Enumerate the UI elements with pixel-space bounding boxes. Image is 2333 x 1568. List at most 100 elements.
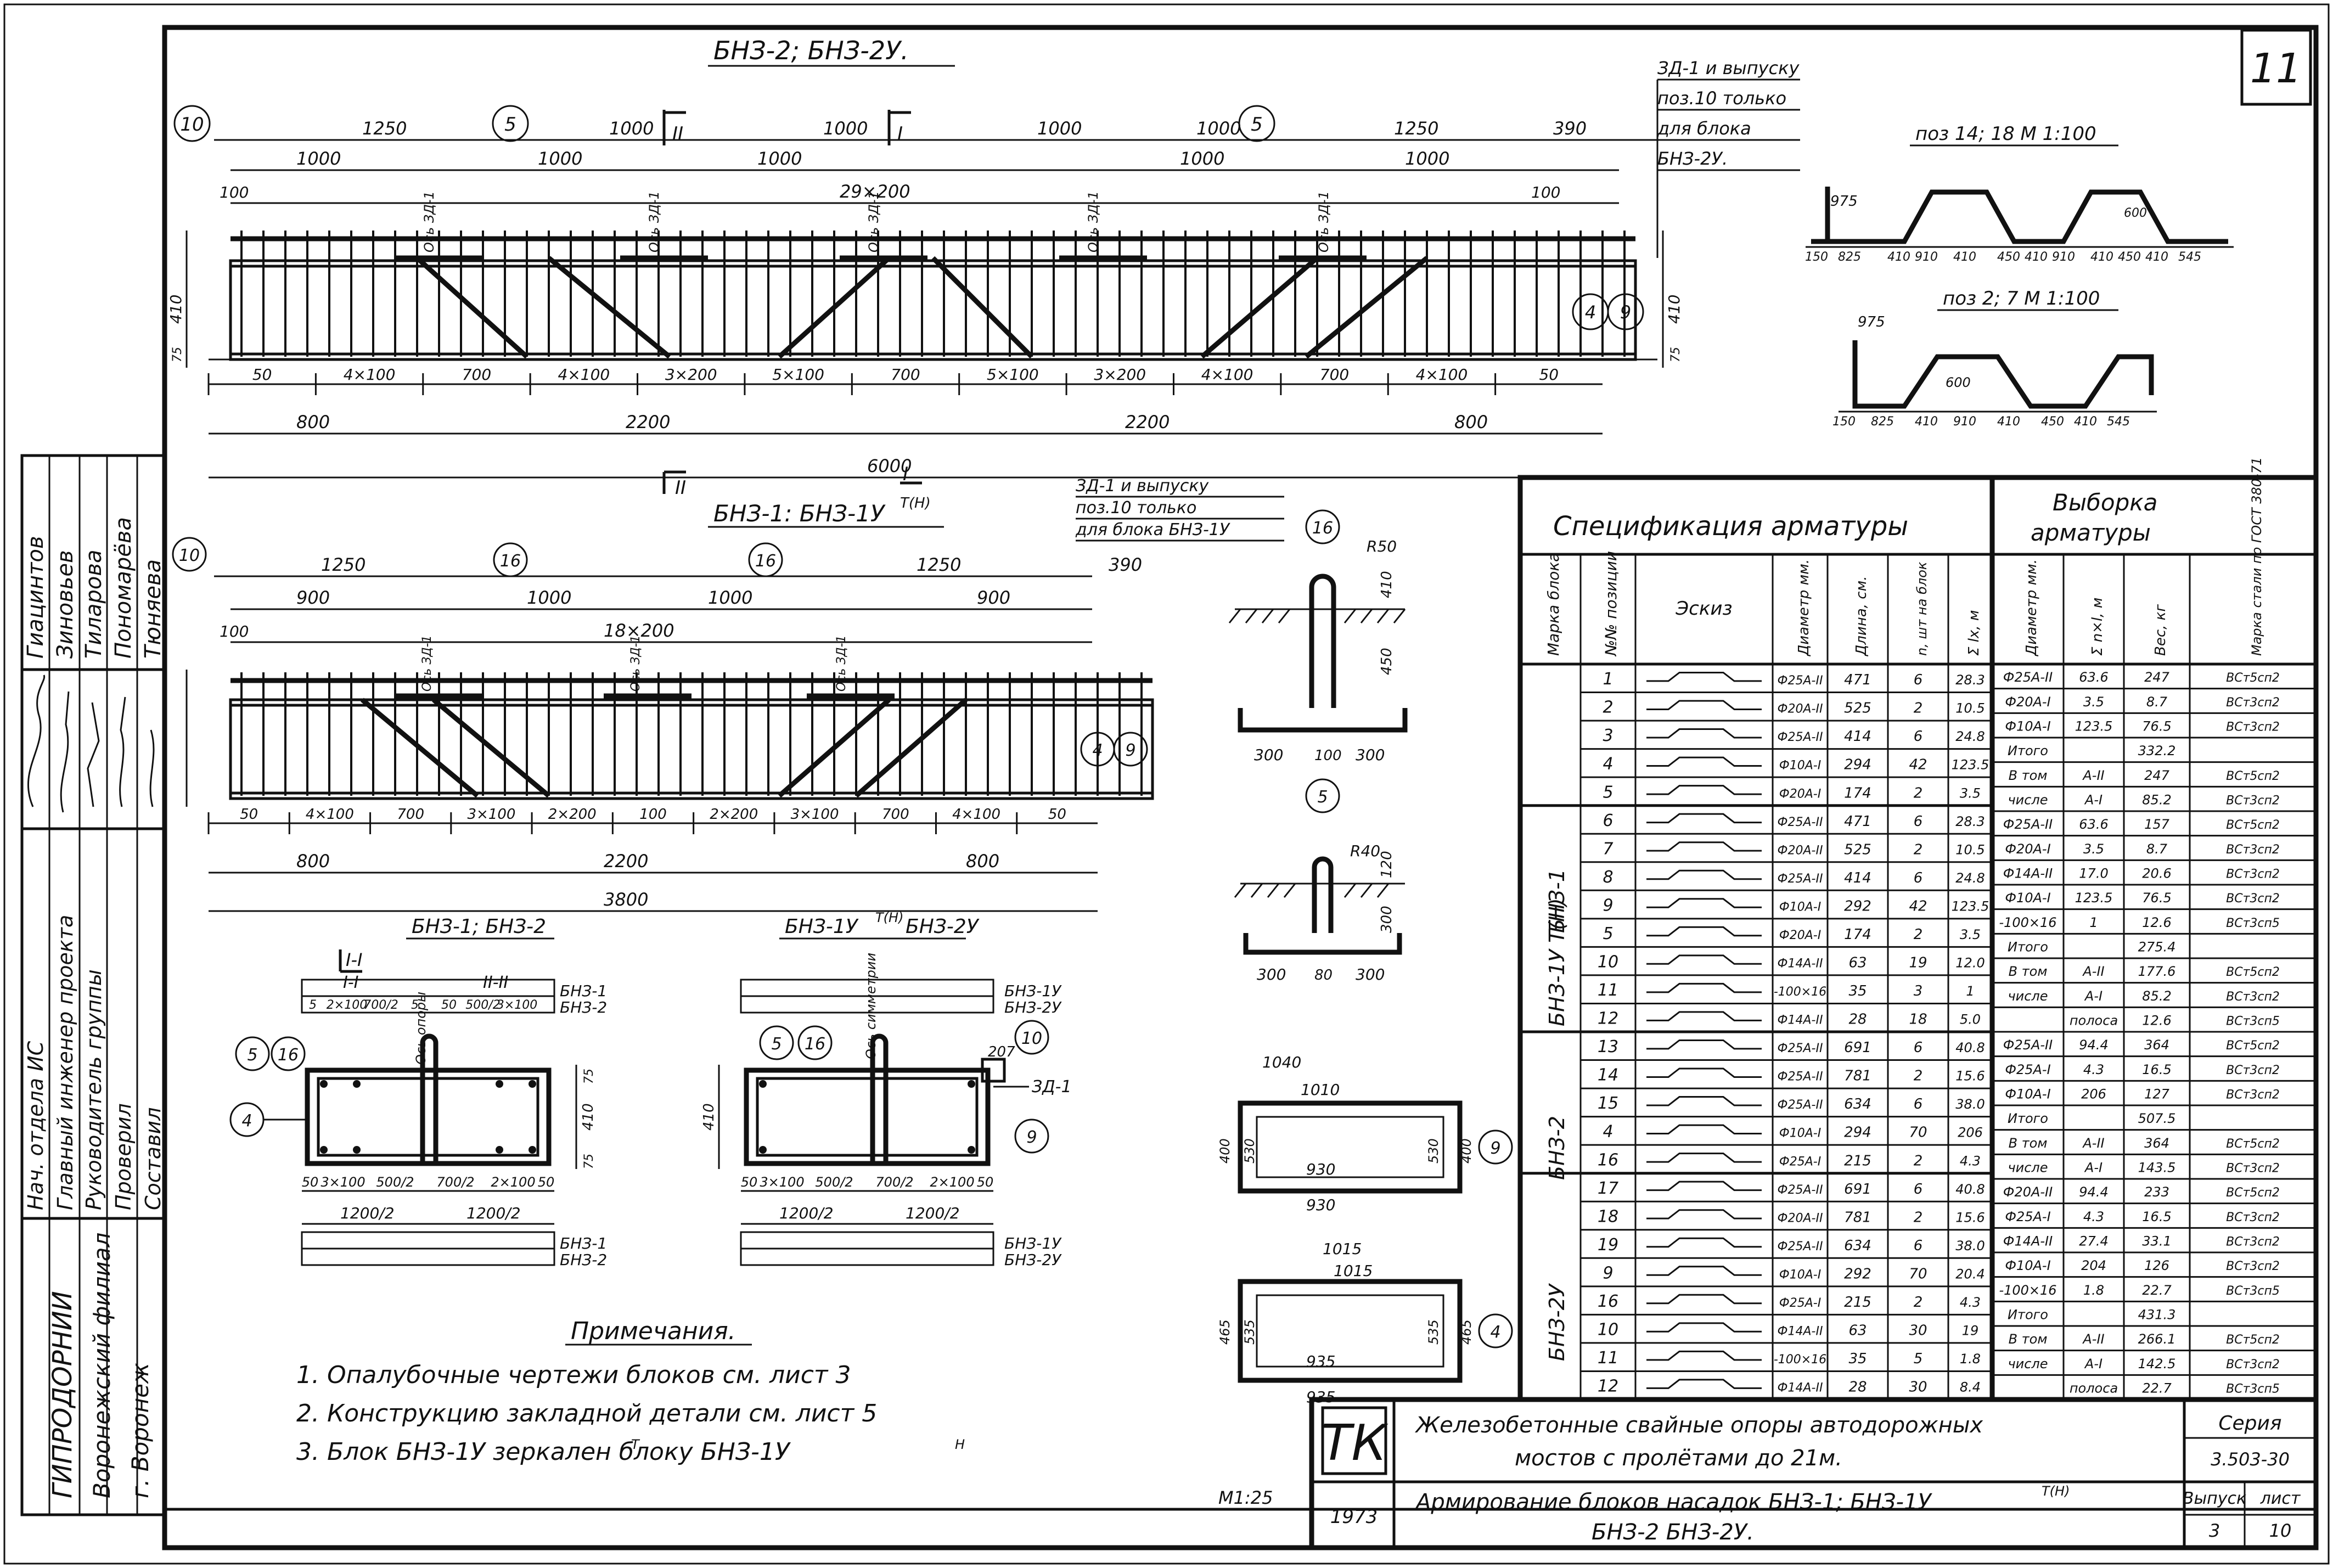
section-left-top-dim: 2×100 xyxy=(327,998,367,1012)
sel-cell-sum: 4.3 xyxy=(2083,1209,2104,1224)
spec-cell-n: 30 xyxy=(1909,1322,1927,1339)
sel-cell-weight: 85.2 xyxy=(2142,792,2171,807)
beam-top-bent-bar-4 xyxy=(931,256,1034,359)
beam-top-mark-5a: 5 xyxy=(504,114,516,136)
section-left-cut-1: I-I xyxy=(343,973,359,992)
sel-cell-steel: ВСт3сп5 xyxy=(2226,917,2280,930)
spec-cell-dia: Ф25А-II xyxy=(1778,1070,1823,1084)
sel-cell-dia: В том xyxy=(2009,1136,2048,1151)
sel-cell-steel: ВСт3сп2 xyxy=(2226,1260,2280,1273)
note-second-line2: поз.10 только xyxy=(1076,498,1196,518)
sel-cell-weight: 12.6 xyxy=(2142,915,2171,930)
sel-cell-sum: 1 xyxy=(2089,915,2098,930)
spec-cell-len: 215 xyxy=(1844,1153,1871,1169)
sel-cell-steel: ВСт3сп2 xyxy=(2226,1161,2280,1175)
title-block: ТК 1973 Железобетонные свайные опоры авт… xyxy=(1309,1397,2319,1550)
sel-cell-sum: полоса xyxy=(2070,1013,2118,1028)
beam-top-dim-1250b: 1250 xyxy=(1394,118,1438,139)
stamp-role-2: Главный инженер проекта xyxy=(53,915,77,1210)
sel-cell-dia: Ф25А-I xyxy=(2005,1209,2050,1224)
sel-cell-dia: -100×16 xyxy=(1999,1283,2056,1298)
spec-cell-n: 6 xyxy=(1914,1181,1923,1198)
spec-cell-sum: 206 xyxy=(1958,1125,1983,1140)
beam-second-bottom-dim: 3×100 xyxy=(467,806,515,823)
beam-top-height-right-b: 75 xyxy=(1669,347,1683,362)
sel-cell-sum: А-I xyxy=(2084,1160,2102,1175)
spec-cell-sketch xyxy=(1646,1011,1762,1021)
spec-cell-pos: 3 xyxy=(1603,726,1613,745)
sel-cell-weight: 20.6 xyxy=(2142,866,2171,881)
pos4-side-535a: 535 xyxy=(1242,1319,1257,1345)
spec-cell-dia: Ф25А-II xyxy=(1778,816,1823,829)
spec-cell-dia: Ф25А-II xyxy=(1778,730,1823,744)
spec-cell-n: 2 xyxy=(1914,1068,1923,1084)
sel-cell-sum: 123.5 xyxy=(2075,890,2113,906)
section-left-bot-dim: 3×100 xyxy=(321,1174,365,1190)
bar2-dim: 410 xyxy=(2074,415,2097,429)
sel-cell-weight: 364 xyxy=(2144,1037,2169,1053)
bar14-dim: 150 xyxy=(1805,250,1828,264)
signature-3 xyxy=(87,702,100,807)
bar14-dim: 410 xyxy=(2090,250,2113,264)
beam-top-section-mark-3: II xyxy=(675,477,686,499)
spec-cell-sketch xyxy=(1646,700,1762,710)
sel-cell-weight: 364 xyxy=(2144,1136,2169,1151)
spec-cell-pos: 12 xyxy=(1598,1009,1618,1029)
spec-cell-sum: 123.5 xyxy=(1952,757,1989,773)
stamp-role-1: Нач. отдела ИС xyxy=(24,1041,48,1210)
beam-second-spacing: 18×200 xyxy=(604,620,674,641)
sel-cell-steel: ВСт3сп2 xyxy=(2226,843,2280,857)
bar14-shape xyxy=(1825,187,2228,244)
beam-top-bottom-dim: 700 xyxy=(1320,366,1349,384)
section-left-label-3: БНЗ-1 xyxy=(560,1234,607,1252)
section-left-bot-dim: 700/2 xyxy=(436,1174,474,1190)
sel-cell-steel: ВСт3сп2 xyxy=(2226,990,2280,1004)
spec-cell-pos: 13 xyxy=(1598,1037,1618,1056)
sel-cell-dia: Ф10А-I xyxy=(2005,890,2050,906)
beam-second-bottom-dim: 4×100 xyxy=(306,806,354,823)
stamp-name-4: Пономарёва xyxy=(111,517,136,659)
sel-cell-weight: 16.5 xyxy=(2142,1062,2171,1077)
sheet-number: 11 xyxy=(2250,45,2302,92)
note-item-1: 1. Опалубочные чертежи блоков см. лист 3 xyxy=(296,1361,851,1389)
sel-cell-sum: А-I xyxy=(2084,1356,2102,1372)
beam-top-dim-1000d: 1000 xyxy=(1196,118,1241,139)
spec-cell-n: 6 xyxy=(1914,870,1923,886)
pos4-side-465b: 465 xyxy=(1459,1319,1474,1345)
spec-cell-sum: 15.6 xyxy=(1955,1069,1985,1084)
sel-cell-sum: 63.6 xyxy=(2079,670,2108,685)
bar14-dim-975: 975 xyxy=(1830,193,1858,210)
spec-cell-n: 42 xyxy=(1909,757,1927,773)
spec-header-n: n, шт на блок xyxy=(1914,561,1930,656)
beam-top-bent-bar-2 xyxy=(547,256,671,359)
sel-cell-dia: Ф25А-I xyxy=(2005,1062,2050,1077)
spec-cell-dia: Ф20А-I xyxy=(1779,787,1821,801)
sel-cell-dia: Ф20А-II xyxy=(2003,1184,2053,1200)
section-right-extra: 207 xyxy=(988,1044,1015,1060)
spec-block-4: БНЗ-2У xyxy=(1545,1283,1569,1361)
section-left-top-dim: 5 xyxy=(411,998,419,1012)
sel-cell-weight: 33.1 xyxy=(2142,1233,2171,1249)
pos4-dim-1015a: 1015 xyxy=(1323,1240,1362,1258)
spec-cell-n: 6 xyxy=(1914,1096,1923,1112)
spec-cell-sum: 5.0 xyxy=(1960,1012,1981,1027)
spec-cell-len: 525 xyxy=(1844,700,1871,717)
section-right-bot-dim: 3×100 xyxy=(760,1174,804,1190)
pos4-mark: 4 xyxy=(1490,1323,1500,1342)
spec-cell-dia: Ф14А-II xyxy=(1778,1014,1823,1027)
bar14-dim: 410 xyxy=(1887,250,1910,264)
spec-cell-sum: 1 xyxy=(1966,983,1974,999)
beam-second-title: БНЗ-1: БНЗ-1У xyxy=(713,500,886,527)
bar2-dim: 410 xyxy=(1915,415,1938,429)
spec-cell-dia: Ф10А-I xyxy=(1779,759,1821,773)
sel-cell-steel: ВСт3сп2 xyxy=(2226,696,2280,710)
beam-second-bottom-dim: 700 xyxy=(397,806,424,823)
spec-cell-len: 63 xyxy=(1848,1322,1867,1339)
beam-second-overall-2200: 2200 xyxy=(604,851,648,872)
spec-cell-sketch xyxy=(1646,841,1762,852)
beam-second-dim-1000b: 1000 xyxy=(708,587,752,608)
beam-top-bottom-dim: 700 xyxy=(462,366,491,384)
pos5-dim-300a: 300 xyxy=(1257,965,1286,983)
spec-cell-len: 63 xyxy=(1848,954,1867,971)
